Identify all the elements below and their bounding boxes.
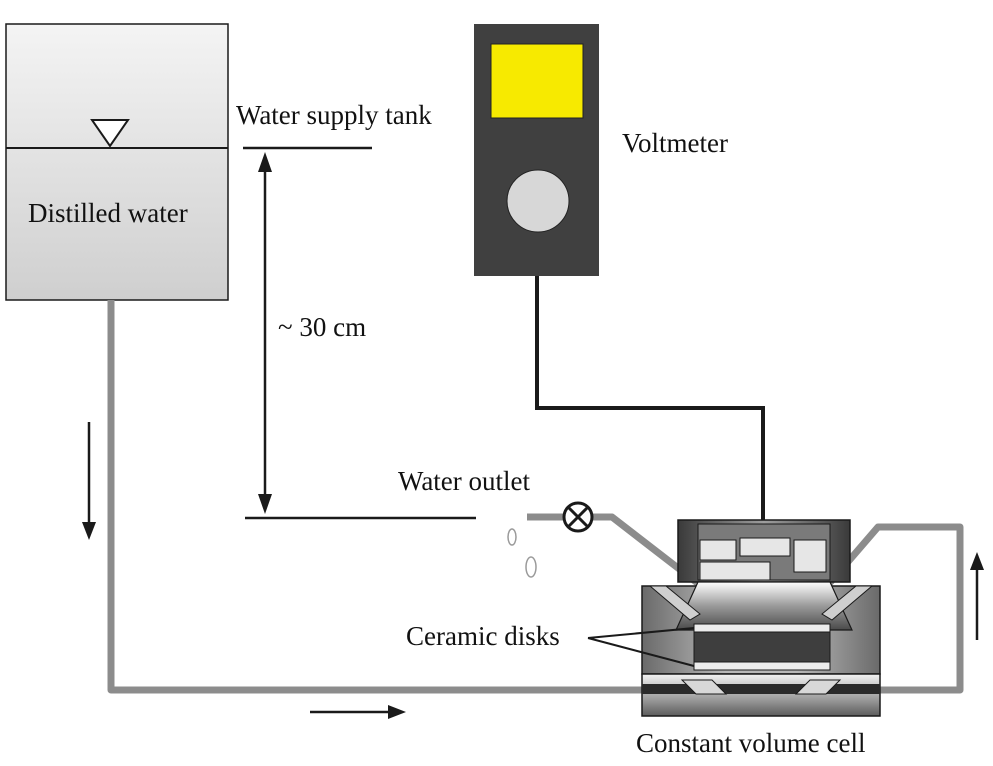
- voltmeter-wire: [535, 276, 765, 522]
- ceramic-disks-pointers: [587, 627, 695, 667]
- voltmeter: [474, 24, 599, 276]
- cell-chamber: [675, 581, 853, 631]
- water-outlet-label: Water outlet: [398, 466, 531, 496]
- pipe-network: [107, 300, 964, 694]
- cell-right-channel: [821, 585, 874, 621]
- outlet-valve-icon: [562, 501, 594, 533]
- cell-left-channel: [648, 585, 701, 621]
- cell-base-stripe: [642, 684, 880, 694]
- water-supply-tank: Distilled water: [5, 23, 229, 301]
- cell-piston-block: [699, 537, 827, 581]
- flow-arrows: [82, 422, 984, 719]
- sample-layer: [693, 631, 831, 663]
- inlet-pipe: [107, 300, 680, 694]
- height-reference: [243, 146, 476, 520]
- water-supply-tank-label: Water supply tank: [236, 100, 432, 130]
- right-arrow-icon: [310, 705, 406, 719]
- height-label: ~ 30 cm: [278, 312, 366, 342]
- constant-volume-cell-label: Constant volume cell: [636, 728, 865, 758]
- up-arrow-icon: [970, 552, 984, 640]
- voltmeter-knob-icon: [506, 169, 570, 233]
- height-arrow-bottom-icon: [258, 494, 272, 514]
- outlet-pipe: [527, 513, 703, 588]
- cell-base: [641, 673, 881, 717]
- water-drops-icon: [507, 528, 537, 578]
- cell-base-left-port: [680, 679, 728, 695]
- height-arrow-top-icon: [258, 152, 272, 172]
- ceramic-disk-upper: [693, 623, 831, 633]
- constant-volume-cell: [641, 519, 881, 717]
- ceramic-disk-lower: [693, 661, 831, 671]
- voltmeter-display: [490, 43, 584, 119]
- water-level-triangle-icon: [90, 119, 130, 148]
- return-pipe: [825, 523, 964, 694]
- cell-base-right-port: [794, 679, 842, 695]
- voltmeter-label: Voltmeter: [622, 128, 728, 158]
- tank-body: [5, 23, 229, 301]
- ceramic-disks-label: Ceramic disks: [406, 621, 560, 651]
- distilled-water-label: Distilled water: [28, 198, 188, 228]
- down-arrow-icon: [82, 422, 96, 540]
